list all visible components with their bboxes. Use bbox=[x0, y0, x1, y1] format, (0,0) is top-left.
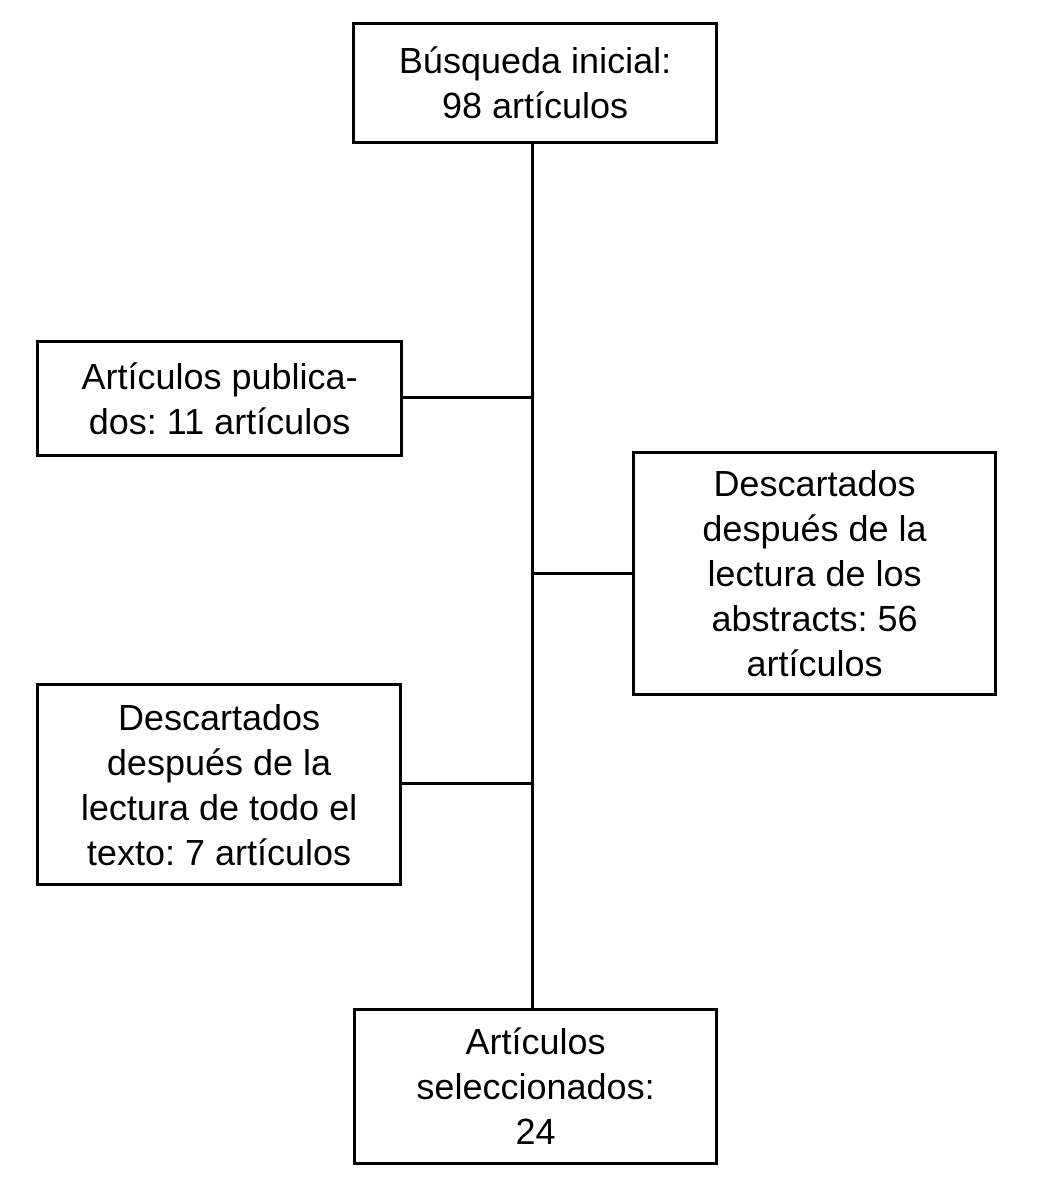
connector-branch-discarded-fulltext bbox=[402, 782, 531, 785]
box-discarded-after-fulltext-text: Descartados después de la lectura de tod… bbox=[80, 696, 358, 873]
box-selected-articles-text: Artículos seleccionados: 24 bbox=[416, 1021, 655, 1152]
connector-branch-discarded-abstracts bbox=[534, 572, 632, 575]
box-selected-articles: Artículos seleccionados: 24 bbox=[353, 1008, 718, 1165]
box-published-articles: Artículos publica- dos: 11 artículos bbox=[36, 340, 403, 457]
box-initial-search: Búsqueda inicial: 98 artículos bbox=[352, 22, 718, 144]
box-published-articles-text: Artículos publica- dos: 11 artículos bbox=[81, 355, 358, 442]
box-discarded-after-fulltext: Descartados después de la lectura de tod… bbox=[36, 683, 402, 886]
box-initial-search-text: Búsqueda inicial: 98 artículos bbox=[398, 40, 672, 126]
box-discarded-after-abstracts-text: Descartados después de la lectura de los… bbox=[702, 463, 927, 684]
box-discarded-after-abstracts: Descartados después de la lectura de los… bbox=[632, 451, 997, 696]
connector-branch-published bbox=[403, 396, 531, 399]
connector-vertical-spine bbox=[531, 144, 534, 1008]
